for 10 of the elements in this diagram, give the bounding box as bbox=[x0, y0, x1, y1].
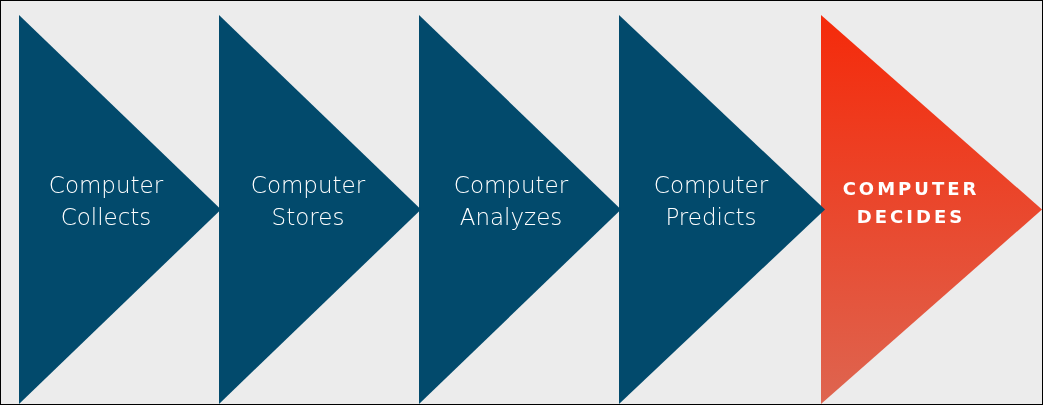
step-label: COMPUTER DECIDES bbox=[841, 177, 981, 229]
step-label: Computer Predicts bbox=[652, 171, 770, 232]
step-label: Computer Analyzes bbox=[452, 171, 570, 232]
triangle-step bbox=[821, 15, 1042, 404]
step-label: Computer Stores bbox=[249, 171, 367, 232]
step-label: Computer Collects bbox=[47, 171, 165, 232]
triangle-step bbox=[19, 15, 221, 404]
triangle-step bbox=[619, 15, 825, 404]
triangle-step bbox=[419, 15, 621, 404]
triangle-step bbox=[219, 15, 421, 404]
